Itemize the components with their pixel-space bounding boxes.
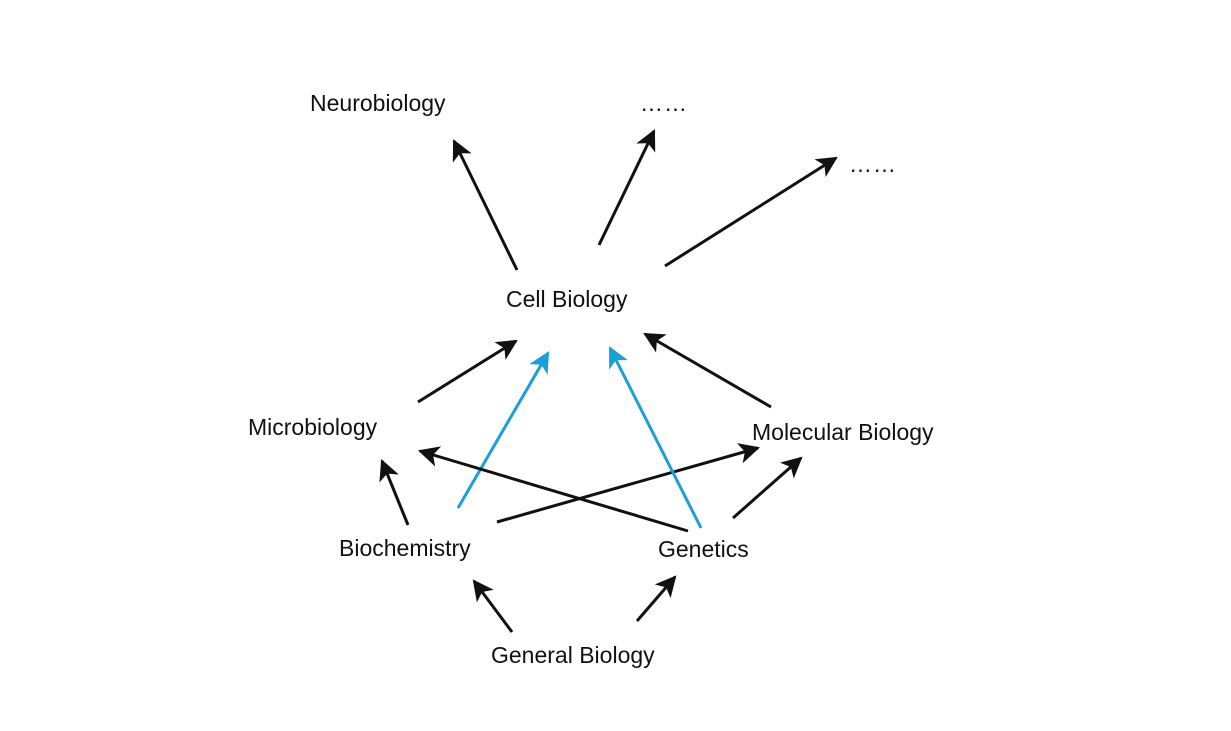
node-neurobiology: Neurobiology — [310, 90, 446, 116]
edge-cell-biology-to-more-2 — [664, 156, 838, 268]
node-microbiology: Microbiology — [248, 414, 378, 440]
node-more-1: …… — [640, 90, 688, 116]
edge-genetics-to-microbiology — [417, 446, 689, 533]
edge-biochemistry-to-molecular-biology — [496, 443, 761, 524]
edge-genetics-to-molecular-biology — [732, 456, 803, 520]
node-more-2: …… — [849, 151, 897, 177]
edge-cell-biology-to-neurobiology — [452, 139, 519, 271]
edge-biochemistry-to-microbiology — [379, 459, 410, 526]
edge-molecular-biology-to-cell-biology — [643, 332, 772, 409]
edge-general-biology-to-biochemistry — [472, 579, 514, 633]
edge-cell-biology-to-more-1 — [597, 129, 656, 246]
edge-genetics-to-cell-biology — [608, 346, 703, 529]
node-cell-biology: Cell Biology — [506, 286, 628, 312]
edge-microbiology-to-cell-biology — [417, 339, 518, 404]
edge-biochemistry-to-cell-biology — [456, 351, 550, 509]
edge-general-biology-to-genetics — [635, 575, 677, 622]
node-genetics: Genetics — [658, 536, 749, 562]
node-biochemistry: Biochemistry — [339, 535, 471, 561]
node-molecular-biology: Molecular Biology — [752, 419, 934, 445]
node-general-biology: General Biology — [491, 642, 655, 668]
